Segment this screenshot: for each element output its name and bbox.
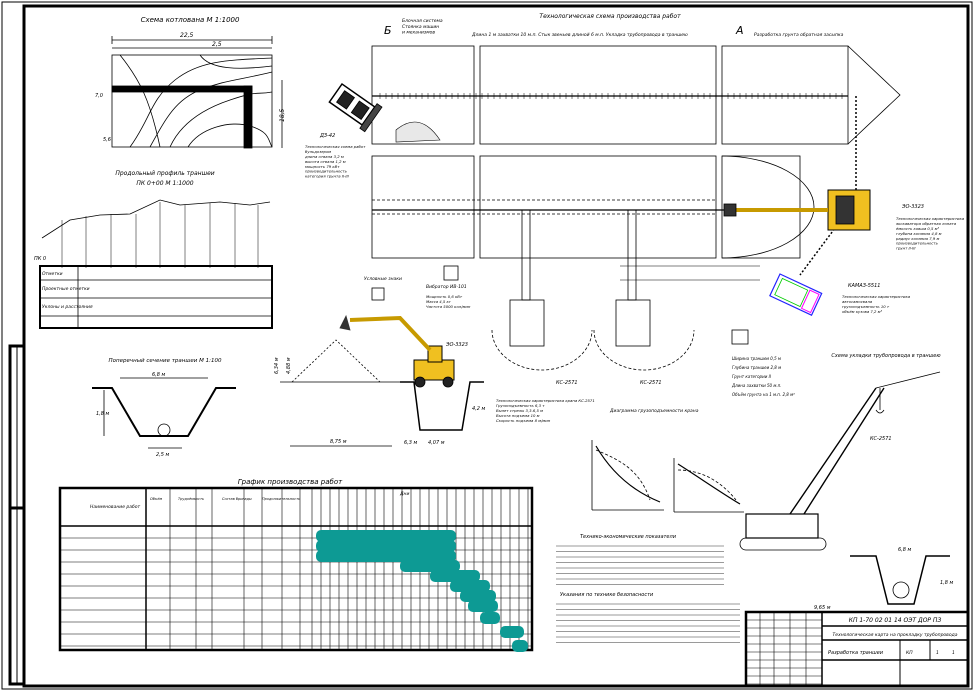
letter-b: Б	[384, 24, 392, 37]
truck	[769, 273, 823, 316]
spec-line-2: Глубина траншеи 2,8 м	[732, 365, 781, 370]
crane-small-1	[491, 209, 593, 371]
plan-dim-width: 22,5	[180, 32, 194, 39]
trench-dim-w: 2,5 м	[156, 452, 170, 458]
legend-symbol	[371, 287, 385, 301]
right-dim-top: 6,8 м	[898, 547, 912, 553]
stamp-code: КП 1-70 02 01 14 ОЭТ ДОР ПЗ	[849, 617, 942, 624]
main-dim-h1: 6,34 м	[274, 357, 280, 374]
schedule-table: Наименование работ Объём Трудоёмкость Со…	[58, 486, 534, 652]
crane-1-label: КС-2571	[556, 380, 578, 386]
profile: Отметки Проектные отметки Уклоны и расст…	[34, 199, 273, 329]
stamp-sheet-no: 1	[936, 650, 939, 656]
trench-title: Поперечный сечение траншеи М 1:100	[109, 358, 222, 364]
truck-label: КАМАЗ-5511	[848, 283, 880, 289]
crane-big-label: КС-2571	[870, 436, 892, 442]
tech-econ-title: Технико-экономические показатели	[580, 534, 677, 540]
dozer	[328, 82, 383, 133]
excavator-mid-label: ЭО-3323	[445, 342, 468, 348]
profile-row-1: Отметки	[42, 271, 63, 277]
main-dim-w: 8,75 м	[330, 439, 347, 445]
sched-col-vol: Объём	[150, 497, 163, 501]
excavator-plan	[723, 189, 871, 231]
stamp-stage: КП	[906, 650, 913, 656]
crane-spec: Технологическая характеристика крана КС-…	[496, 398, 595, 423]
title-block: КП 1-70 02 01 14 ОЭТ ДОР ПЗ Технологичес…	[744, 610, 970, 688]
vibro-label: Вибратор ИВ-101	[426, 284, 467, 290]
laying-title: Схема укладки трубопровода в траншею	[831, 353, 940, 359]
sched-col-name: Наименование работ	[90, 504, 141, 510]
lifting-chart-1	[591, 440, 664, 511]
lifting-chart-2	[673, 458, 744, 513]
tech-plan	[371, 45, 901, 281]
letter-a: А	[735, 24, 744, 37]
excavator-section	[280, 314, 484, 431]
pit-dim-w: 4,07 м	[428, 440, 445, 446]
plan-pit: 22,5 2,5 18,5 7,0 5,6	[95, 32, 286, 149]
plan-elev-2: 5,6	[103, 137, 111, 143]
pit-dim-b: 4,2 м	[472, 406, 486, 412]
spec-line-3: Грунт категории II	[732, 374, 772, 379]
plan-title: Схема котлована М 1:1000	[141, 16, 240, 24]
schedule-title: График производства работ	[238, 478, 343, 486]
stamp-sheets: 1	[952, 650, 955, 656]
crawler-crane	[739, 371, 950, 605]
stamp-subtitle: Технологическая карта на прокладку трубо…	[833, 632, 958, 638]
legend-title: Условные знаки	[364, 276, 402, 282]
spec-line-4: Длина захватки 50 м.п.	[731, 383, 782, 388]
sched-col-crew: Состав бригады	[222, 497, 252, 501]
plan-elev-1: 7,0	[95, 93, 103, 99]
lifting-title: Диаграмма грузоподъемности крана	[609, 408, 699, 414]
profile-row-2: Проектные отметки	[42, 286, 90, 292]
specs-right: Ширина траншеи 0,5 м Глубина траншеи 2,8…	[731, 356, 795, 397]
sched-col-labor: Трудоёмкость	[178, 497, 204, 501]
tech-title: Технологическая схема производства работ	[539, 13, 681, 20]
vibro-symbol	[443, 265, 459, 281]
plan-dim-height: 18,5	[279, 108, 286, 122]
sched-col-days: Дни	[399, 491, 409, 497]
right-dim-w: 9,65 м	[814, 605, 831, 611]
profile-row-3: Уклоны и расстояния	[42, 304, 93, 310]
sched-col-dur: Продолжительность	[262, 497, 300, 501]
tech-note-a: Разработка грунта обратная засыпка	[754, 32, 844, 38]
plan-dim-sub: 2,5	[212, 41, 222, 48]
dozer-label: ДЗ-42	[319, 133, 335, 139]
tech-note-main: Длина 1 м захватки 10 м.п. Стык звеньев …	[471, 32, 688, 38]
spec-symbol	[731, 329, 749, 345]
right-dim-h: 1,8 м	[940, 580, 954, 586]
pit-dim-a: 6,3 м	[404, 440, 418, 446]
spec-line-5: Объём грунта на 1 м.п. 2,8 м³	[732, 392, 795, 397]
spec-line-1: Ширина траншеи 0,5 м	[732, 356, 781, 361]
main-dim-h2: 4,88 м	[286, 357, 292, 374]
crane-2-label: КС-2571	[640, 380, 662, 386]
excavator-top-label: ЭО-3323	[901, 204, 924, 210]
profile-scale: ПК 0+00 М 1:1000	[136, 180, 193, 187]
safety-title: Указания по технике безопасности	[560, 592, 654, 598]
crane-small-2	[593, 209, 695, 371]
stamp-sheet-name: Разработка траншеи	[828, 650, 884, 656]
soil-heap	[395, 121, 441, 143]
trench-dim-top: 6,8 м	[152, 372, 166, 378]
trench-dim-h: 1,8 м	[96, 411, 110, 417]
trench-section: 6,8 м 2,5 м 1,8 м	[92, 372, 236, 458]
profile-title: Продольный профиль траншеи	[115, 170, 214, 177]
profile-pk: ПК 0	[34, 256, 46, 262]
